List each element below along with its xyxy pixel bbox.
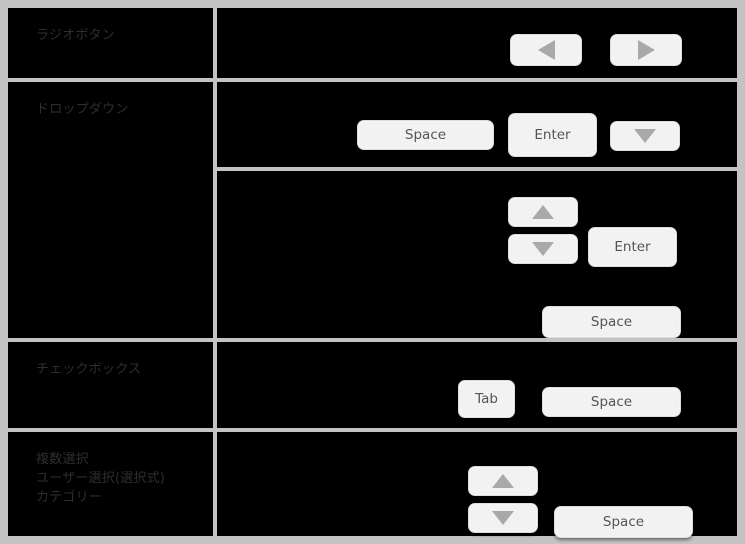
space-key[interactable]: Space [542,387,681,417]
arrow-down-icon [492,511,514,525]
row-keys-dropdown-primary: Space Enter [217,82,737,167]
column-divider [213,8,217,536]
arrow-left-key[interactable] [510,34,582,66]
space-key-label: Space [590,314,633,330]
row-label-multi-select: 複数選択 ユーザー選択(選択式) カテゴリー [36,452,166,505]
arrow-up-key[interactable] [508,197,578,227]
keyboard-shortcut-table: ラジオボタン ドロップダウン Space Enter [8,8,737,538]
arrow-up-icon [492,474,514,488]
space-key-label: Space [404,127,447,143]
arrow-up-key[interactable] [468,466,538,496]
arrow-down-key[interactable] [610,121,680,151]
row-keys-multi-select: Space [217,432,737,538]
row-divider-2 [8,338,737,342]
enter-key[interactable]: Enter [508,113,597,157]
tab-key[interactable]: Tab [458,380,515,418]
arrow-right-icon [637,40,655,60]
space-key[interactable]: Space [357,120,494,150]
arrow-down-key[interactable] [468,503,538,533]
arrow-down-icon [532,242,554,256]
arrow-down-icon [634,129,656,143]
space-key[interactable]: Space [542,306,681,338]
row-label-dropdown: ドロップダウン [36,102,129,117]
tab-key-label: Tab [475,391,498,407]
arrow-down-key[interactable] [508,234,578,264]
space-key[interactable]: Space [554,506,693,538]
row-divider-1 [8,78,737,82]
row-label-checkbox: チェックボックス [36,362,142,377]
row-label-radio-button: ラジオボタン [36,28,115,43]
space-key-label: Space [602,514,645,530]
enter-key-label: Enter [534,127,571,143]
row-keys-radio-button [217,8,737,78]
arrow-left-icon [537,40,555,60]
enter-key-label: Enter [614,239,651,255]
enter-key[interactable]: Enter [588,227,677,267]
row-keys-checkbox: Tab Space [217,342,737,428]
arrow-right-key[interactable] [610,34,682,66]
row-divider-3 [8,428,737,432]
space-key-label: Space [590,394,633,410]
row-divider-dropdown-inner [217,167,737,171]
row-keys-dropdown-secondary: Enter Space [217,171,737,338]
arrow-up-icon [532,205,554,219]
